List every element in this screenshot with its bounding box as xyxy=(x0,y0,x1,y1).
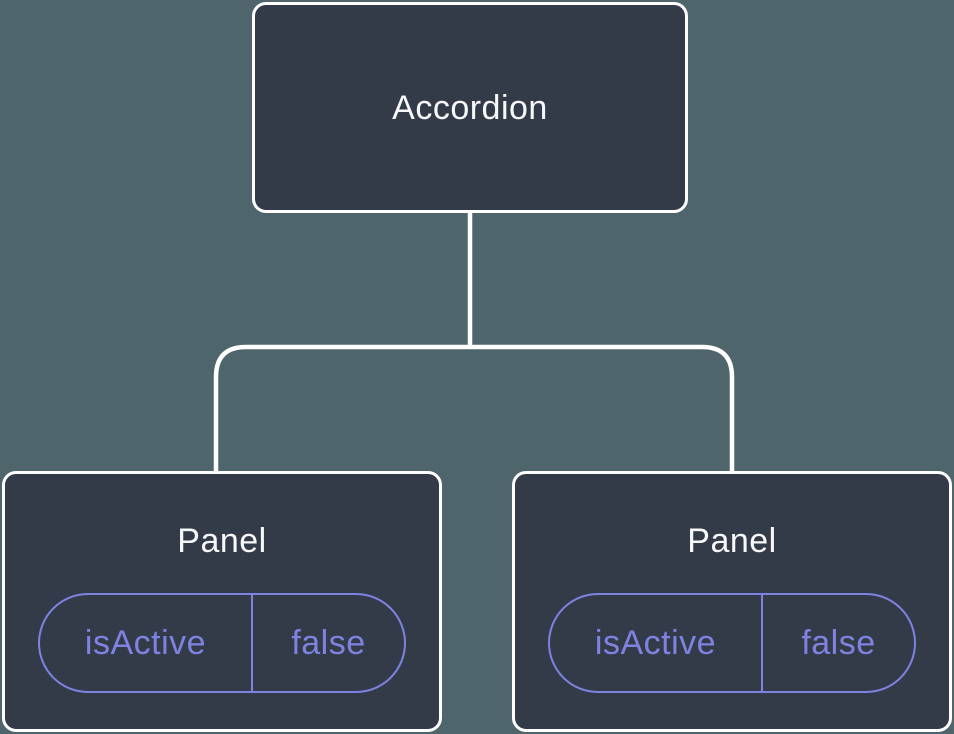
pill-divider xyxy=(761,595,763,691)
panel-node-label: Panel xyxy=(687,522,777,560)
panel-node-left: Panel isActive false xyxy=(2,471,442,732)
branch-connector-line xyxy=(213,344,735,474)
pill-divider xyxy=(251,595,253,691)
state-value: false xyxy=(801,623,876,662)
state-name: isActive xyxy=(84,623,207,662)
state-name: isActive xyxy=(594,623,717,662)
state-pill: isActive false xyxy=(548,593,916,693)
accordion-node: Accordion xyxy=(252,2,688,213)
panel-node-label: Panel xyxy=(177,522,267,560)
accordion-node-label: Accordion xyxy=(392,88,548,127)
state-value: false xyxy=(291,623,366,662)
state-pill: isActive false xyxy=(38,593,406,693)
panel-node-right: Panel isActive false xyxy=(512,471,952,732)
